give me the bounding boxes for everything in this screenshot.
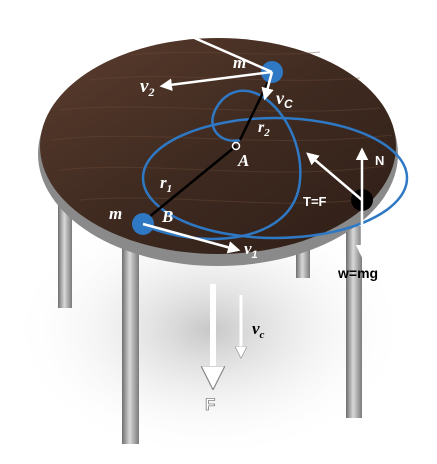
label-B: B bbox=[161, 207, 173, 226]
table-leg-back-left bbox=[58, 200, 72, 308]
label-T-eq-F: T=F bbox=[303, 194, 327, 209]
label-F: F bbox=[205, 395, 215, 414]
mass-spiral-path bbox=[142, 89, 302, 241]
hole-A bbox=[231, 141, 241, 151]
label-v2: v2 bbox=[140, 76, 154, 99]
ball-orbit-path bbox=[141, 116, 409, 240]
label-A: A bbox=[237, 151, 249, 170]
label-mass-top: m bbox=[233, 53, 246, 72]
label-vc-top: vC bbox=[276, 88, 293, 111]
tabletop bbox=[40, 38, 396, 254]
arrow-v2 bbox=[159, 70, 273, 91]
string-r1 bbox=[142, 145, 237, 223]
label-r1: r1 bbox=[160, 173, 172, 195]
label-v2t: v2t bbox=[158, 6, 176, 29]
arrow-v1 bbox=[142, 222, 241, 254]
label-N: N bbox=[375, 153, 384, 168]
string-r2 bbox=[238, 73, 274, 141]
label-v1: v1 bbox=[244, 239, 258, 261]
arrow-v2t bbox=[155, 20, 273, 74]
arrow-vc-top bbox=[261, 71, 274, 101]
label-mass-left: m bbox=[109, 204, 122, 223]
table-leg-front-left bbox=[122, 248, 139, 444]
table-leg-front-right bbox=[346, 226, 362, 418]
label-r2: r2 bbox=[258, 119, 270, 139]
label-vc-bottom: vc bbox=[252, 319, 265, 341]
arrow-T bbox=[306, 152, 363, 201]
label-w-eq-mg: w=mg bbox=[337, 265, 378, 281]
